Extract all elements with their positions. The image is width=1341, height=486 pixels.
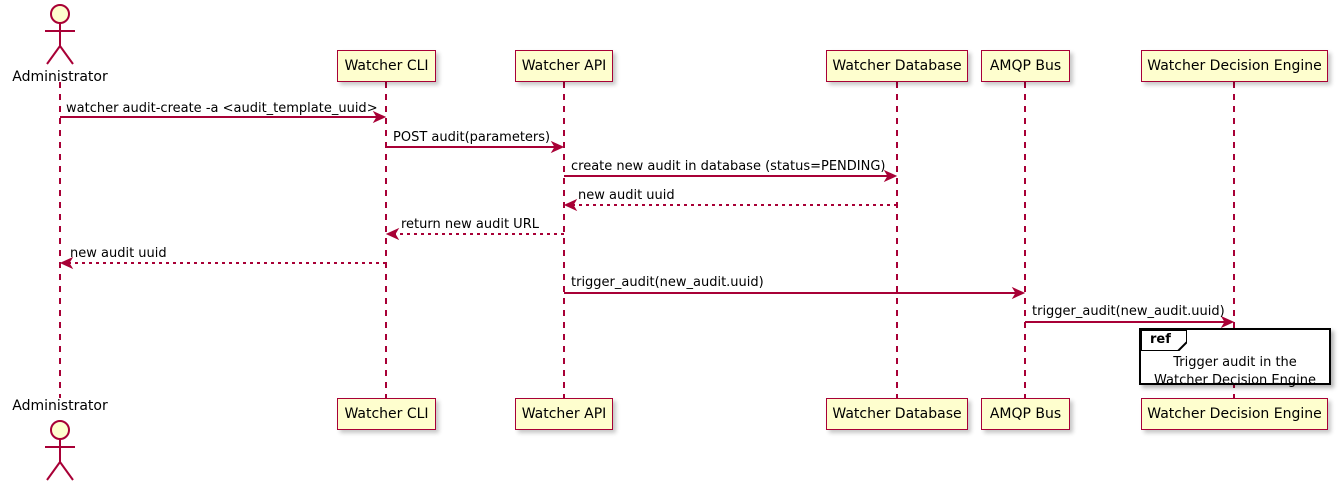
message-arrowhead-4 <box>563 198 578 212</box>
participant-watcher-decision-engine-bottom: Watcher Decision Engine <box>1141 398 1328 430</box>
participant-amqp-bus-bottom: AMQP Bus <box>981 398 1070 430</box>
participant-watcher-cli-top: Watcher CLI <box>337 50 436 82</box>
participant-label: Watcher Database <box>832 58 962 74</box>
participant-watcher-api-bottom: Watcher API <box>515 398 613 430</box>
participant-watcher-cli-bottom: Watcher CLI <box>337 398 436 430</box>
participant-amqp-bus-top: AMQP Bus <box>981 50 1070 82</box>
participant-label: Watcher Decision Engine <box>1147 58 1322 74</box>
message-label-2: POST audit(parameters) <box>393 130 551 145</box>
participant-label: AMQP Bus <box>989 58 1062 74</box>
message-arrowhead-6 <box>59 256 74 270</box>
ref-fragment-trigger-audit: ref Trigger audit in the Watcher Decisio… <box>1139 328 1331 388</box>
actor-leg-left <box>46 461 61 481</box>
actor-head <box>50 4 70 24</box>
message-arrowhead-3 <box>883 169 898 183</box>
actor-label-administrator-bottom: Administrator <box>12 398 108 414</box>
message-arrowhead-5 <box>385 227 400 241</box>
ref-tab-label: ref <box>1150 332 1171 347</box>
message-arrowhead-8 <box>1220 315 1235 329</box>
participant-label: Watcher CLI <box>344 58 429 74</box>
message-label-3: create new audit in database (status=PEN… <box>571 159 886 174</box>
message-label-4: new audit uuid <box>578 188 675 203</box>
message-arrowhead-2 <box>550 140 565 154</box>
message-label-8: trigger_audit(new_audit.uuid) <box>1032 304 1225 319</box>
ref-tab-shape <box>1141 330 1187 351</box>
message-arrowhead-1 <box>372 110 387 124</box>
message-label-7: trigger_audit(new_audit.uuid) <box>571 275 764 290</box>
actor-leg-left <box>46 45 61 65</box>
ref-body-line-1: Trigger audit in the <box>1173 355 1297 370</box>
participant-watcher-decision-engine-top: Watcher Decision Engine <box>1141 50 1328 82</box>
actor-figure-administrator-bottom <box>45 420 75 481</box>
participant-watcher-api-top: Watcher API <box>515 50 613 82</box>
actor-leg-right <box>59 461 74 481</box>
message-label-5: return new audit URL <box>401 217 539 232</box>
ref-body-line-2: Watcher Decision Engine <box>1154 373 1316 388</box>
message-label-6: new audit uuid <box>70 246 167 261</box>
message-label-1: watcher audit-create -a <audit_template_… <box>66 101 378 116</box>
actor-figure-administrator-top <box>45 4 75 65</box>
participant-watcher-database-bottom: Watcher Database <box>826 398 968 430</box>
actor-leg-right <box>59 45 74 65</box>
participant-label: Watcher API <box>521 58 607 74</box>
participant-label: Watcher Database <box>832 406 962 422</box>
participant-label: Watcher API <box>521 406 607 422</box>
participant-label: Watcher CLI <box>344 406 429 422</box>
participant-label: AMQP Bus <box>989 406 1062 422</box>
participant-watcher-database-top: Watcher Database <box>826 50 968 82</box>
message-arrowhead-7 <box>1011 286 1026 300</box>
actor-head <box>50 420 70 440</box>
ref-body-text: Trigger audit in the Watcher Decision En… <box>1141 354 1329 390</box>
participant-label: Watcher Decision Engine <box>1147 406 1322 422</box>
actor-label-administrator-top: Administrator <box>12 69 108 85</box>
